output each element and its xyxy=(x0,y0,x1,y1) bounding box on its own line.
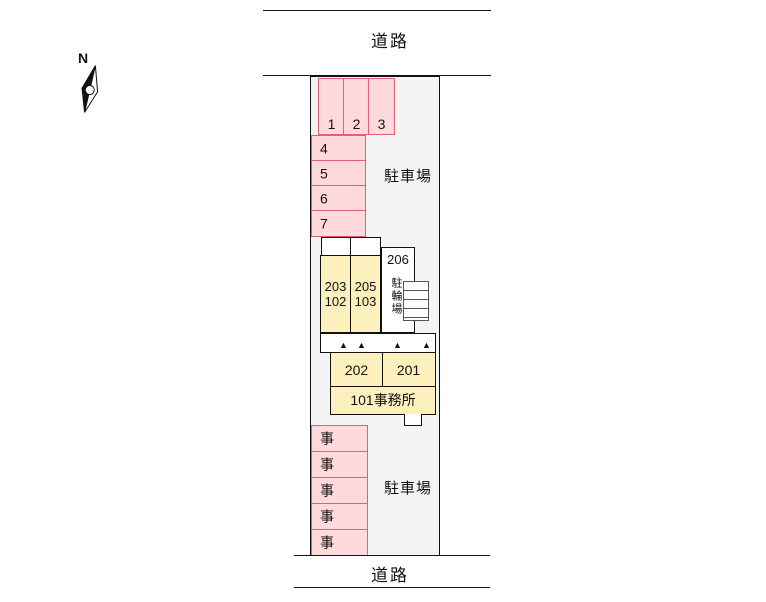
building-divider xyxy=(382,353,383,386)
road-bottom-inner-line xyxy=(294,555,490,556)
stall-label: 事 xyxy=(320,534,334,551)
road-top-inner-line xyxy=(263,75,491,76)
stall-number: 7 xyxy=(320,215,328,232)
road-top-outer-line xyxy=(263,10,491,11)
road-bottom-outer-line xyxy=(294,587,490,588)
parking-stall-3: 3 xyxy=(368,78,395,135)
unit-label: 203 xyxy=(324,279,347,294)
lower-parking-label: 駐車場 xyxy=(384,480,433,497)
walkway xyxy=(320,333,436,353)
stall-label: 事 xyxy=(320,508,334,525)
stall-number: 3 xyxy=(377,116,386,132)
compass-needle-icon xyxy=(81,65,99,113)
office-parking-stall: 事 xyxy=(311,451,368,479)
upper-parking-label: 駐車場 xyxy=(384,168,433,185)
balcony-right xyxy=(350,237,381,256)
unit-label: 102 xyxy=(324,294,347,309)
parking-stall-2: 2 xyxy=(343,78,370,135)
entrance-marker-icon: ▲ xyxy=(339,340,348,350)
main-building: 202 201 101事務所 xyxy=(330,352,436,415)
bicycle-parking-label: 駐輪場 xyxy=(390,277,402,316)
stall-label: 事 xyxy=(320,482,334,499)
entrance-step xyxy=(404,414,422,426)
entrance-marker-icon: ▲ xyxy=(422,340,431,350)
building-divider xyxy=(331,386,435,387)
parking-stall-7: 7 xyxy=(311,210,366,237)
office-parking-stall: 事 xyxy=(311,477,368,505)
stall-number: 4 xyxy=(320,140,328,157)
entrance-marker-icon: ▲ xyxy=(393,340,402,350)
office-parking-stall: 事 xyxy=(311,529,368,556)
unit-202: 202 xyxy=(344,361,369,378)
unit-label: 103 xyxy=(354,294,377,309)
stall-number: 6 xyxy=(320,190,328,207)
parking-stall-4: 4 xyxy=(311,135,366,162)
unit-203-102: 203 102 xyxy=(320,255,351,333)
stairs-icon xyxy=(403,281,429,321)
parking-stall-6: 6 xyxy=(311,185,366,212)
balcony-left xyxy=(321,237,351,256)
unit-201: 201 xyxy=(396,361,421,378)
road-bottom-label: 道路 xyxy=(371,566,409,585)
stall-number: 5 xyxy=(320,165,328,182)
office-parking-stall: 事 xyxy=(311,425,368,453)
parking-stall-1: 1 xyxy=(318,78,345,135)
stall-label: 事 xyxy=(320,430,334,447)
road-top-label: 道路 xyxy=(371,32,409,51)
parking-stall-5: 5 xyxy=(311,160,366,187)
office-101: 101事務所 xyxy=(350,392,416,408)
entrance-marker-icon: ▲ xyxy=(357,340,366,350)
unit-205-103: 205 103 xyxy=(350,255,381,333)
stall-label: 事 xyxy=(320,456,334,473)
stall-number: 2 xyxy=(352,116,361,132)
unit-label: 205 xyxy=(354,279,377,294)
office-parking-stall: 事 xyxy=(311,503,368,531)
unit-label: 206 xyxy=(387,252,409,267)
compass-north-label: N xyxy=(78,50,89,66)
stall-number: 1 xyxy=(327,116,336,132)
